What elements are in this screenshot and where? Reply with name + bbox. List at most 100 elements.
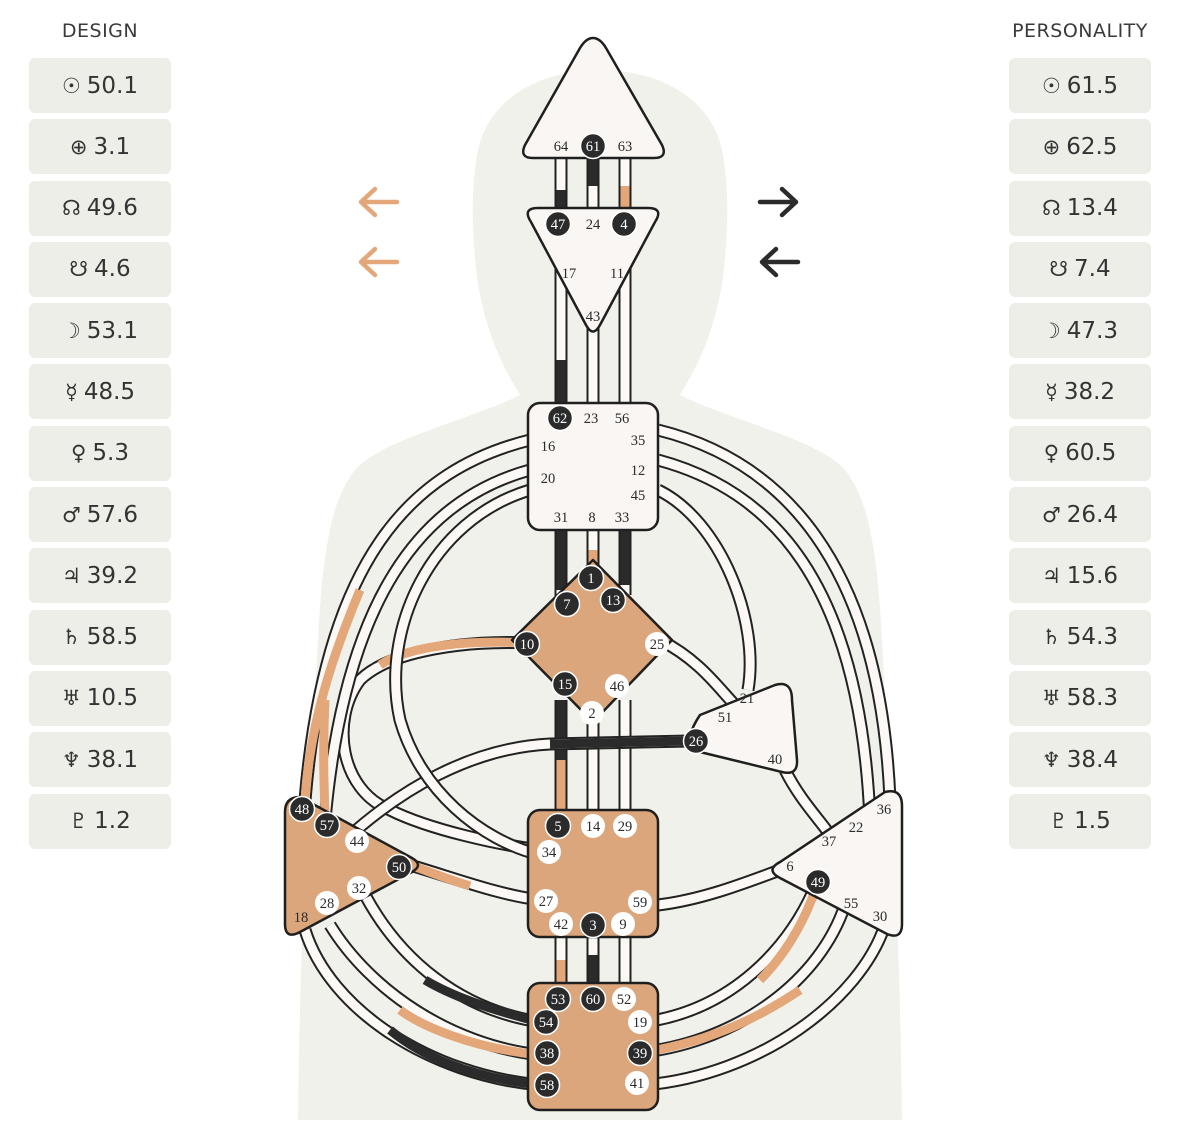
gate-marker <box>613 814 637 838</box>
design-row-uranus: ♅10.5 <box>29 670 171 726</box>
gate-24: 24 <box>586 217 601 233</box>
gate-32: 32 <box>347 876 371 900</box>
personality-value: 26.4 <box>1066 501 1119 528</box>
gate-marker <box>628 890 652 914</box>
gate-label: 60 <box>586 992 601 1008</box>
gate-51: 51 <box>718 710 733 726</box>
gate-label: 62 <box>553 411 568 427</box>
personality-row-uranus: ♅58.3 <box>1009 670 1151 726</box>
gate-marker <box>577 564 605 592</box>
gate-label: 25 <box>650 637 665 653</box>
gate-label: 32 <box>352 881 367 897</box>
channel-20-57 <box>320 465 532 821</box>
venus-icon: ♀ <box>1043 441 1060 466</box>
venus-icon: ♀ <box>71 441 87 466</box>
gate-62: 62 <box>546 404 574 432</box>
gate-label: 5 <box>554 819 561 835</box>
gate-57: 57 <box>313 811 341 839</box>
saturn-icon: ♄ <box>61 625 81 650</box>
gate-label: 28 <box>320 896 335 912</box>
gate-label: 51 <box>718 710 733 726</box>
gate-label: 12 <box>631 463 646 479</box>
design-value: 1.2 <box>94 808 131 835</box>
design-row-pluto: ♇1.2 <box>29 793 171 849</box>
design-top-arrow-icon <box>358 186 400 218</box>
gate-marker <box>626 1039 654 1067</box>
gate-marker <box>532 1008 560 1036</box>
gate-label: 55 <box>844 896 859 912</box>
gate-marker <box>513 630 541 658</box>
gate-label: 52 <box>617 992 632 1008</box>
design-row-south-node: ☋4.6 <box>29 241 171 297</box>
gate-marker <box>612 987 636 1011</box>
gate-marker <box>288 795 316 823</box>
gate-marker <box>533 1039 561 1067</box>
gate-26: 26 <box>682 727 710 755</box>
gate-label: 9 <box>619 917 626 933</box>
mars-icon: ♂ <box>1041 502 1061 527</box>
personality-row-sun: ☉61.5 <box>1009 58 1151 113</box>
channel-20-57-active <box>319 699 330 821</box>
gate-46: 46 <box>605 674 629 698</box>
gate-marker <box>625 1071 649 1095</box>
channel-54-32-active <box>422 976 542 1027</box>
gate-61: 61 <box>579 132 607 160</box>
gate-marker <box>544 812 572 840</box>
jupiter-icon: ♃ <box>1041 563 1061 588</box>
gate-43: 43 <box>586 309 601 325</box>
gate-marker <box>537 840 561 864</box>
personality-row-venus: ♀60.5 <box>1009 425 1151 481</box>
solar-plexus-center <box>771 790 904 937</box>
design-row-earth: ⊕3.1 <box>29 119 171 175</box>
design-title: DESIGN <box>61 20 139 42</box>
personality-value: 38.4 <box>1066 746 1119 773</box>
gate-64: 64 <box>554 139 569 155</box>
design-value: 48.5 <box>83 378 136 405</box>
design-row-neptune: ♆38.1 <box>29 732 171 788</box>
gate-label: 23 <box>584 411 599 427</box>
design-value: 58.5 <box>86 624 139 651</box>
gate-42: 42 <box>549 912 573 936</box>
gate-marker <box>599 586 627 614</box>
south-node-icon: ☋ <box>1049 257 1069 282</box>
gate-marker <box>345 829 369 853</box>
earth-icon: ⊕ <box>1042 134 1061 159</box>
personality-row-moon: ☽47.3 <box>1009 303 1151 359</box>
gate-60: 60 <box>579 985 607 1013</box>
design-value: 4.6 <box>94 256 131 283</box>
jupiter-icon: ♃ <box>61 563 81 588</box>
personality-row-mars: ♂26.4 <box>1009 487 1151 543</box>
gate-8: 8 <box>588 510 595 526</box>
gate-18: 18 <box>294 910 309 926</box>
gate-59: 59 <box>628 890 652 914</box>
channel-35-36 <box>656 425 895 801</box>
channel-39-55-active <box>644 986 803 1057</box>
gate-label: 45 <box>631 488 646 504</box>
moon-icon: ☽ <box>1041 318 1061 343</box>
gate-1: 1 <box>577 564 605 592</box>
gate-marker <box>645 632 669 656</box>
gate-label: 2 <box>588 706 595 722</box>
gate-label: 61 <box>586 139 601 155</box>
sun-icon: ☉ <box>61 73 81 98</box>
channel-58-18-active <box>387 1026 541 1090</box>
gate-label: 22 <box>849 820 864 836</box>
mercury-icon: ☿ <box>1044 379 1058 404</box>
gate-label: 10 <box>520 637 535 653</box>
gate-label: 56 <box>615 411 630 427</box>
gate-label: 34 <box>542 845 557 861</box>
gate-45: 45 <box>631 488 646 504</box>
personality-column: PERSONALITY ☉61.5⊕62.5☊13.4☋7.4☽47.3☿38.… <box>1009 0 1151 855</box>
gate-marker <box>611 912 635 936</box>
gate-label: 58 <box>540 1078 555 1094</box>
gate-marker <box>605 674 629 698</box>
mars-icon: ♂ <box>61 502 81 527</box>
gate-40: 40 <box>768 752 783 768</box>
design-row-mars: ♂57.6 <box>29 487 171 543</box>
gate-47: 47 <box>544 210 572 238</box>
earth-icon: ⊕ <box>69 134 88 159</box>
gate-36: 36 <box>877 802 892 818</box>
gate-label: 3 <box>589 918 596 934</box>
neptune-icon: ♆ <box>1041 747 1061 772</box>
saturn-icon: ♄ <box>1041 625 1061 650</box>
